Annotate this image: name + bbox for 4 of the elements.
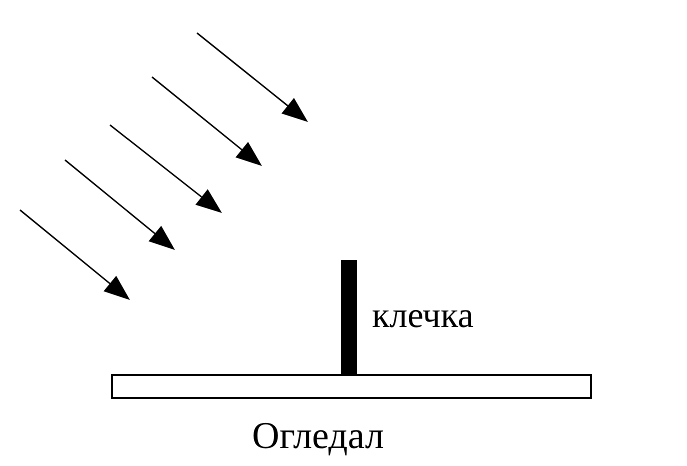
mirror-label: Огледал xyxy=(252,417,384,455)
mirror-plate xyxy=(111,374,592,399)
stick xyxy=(341,260,357,375)
stick-label: клечка xyxy=(372,297,474,333)
